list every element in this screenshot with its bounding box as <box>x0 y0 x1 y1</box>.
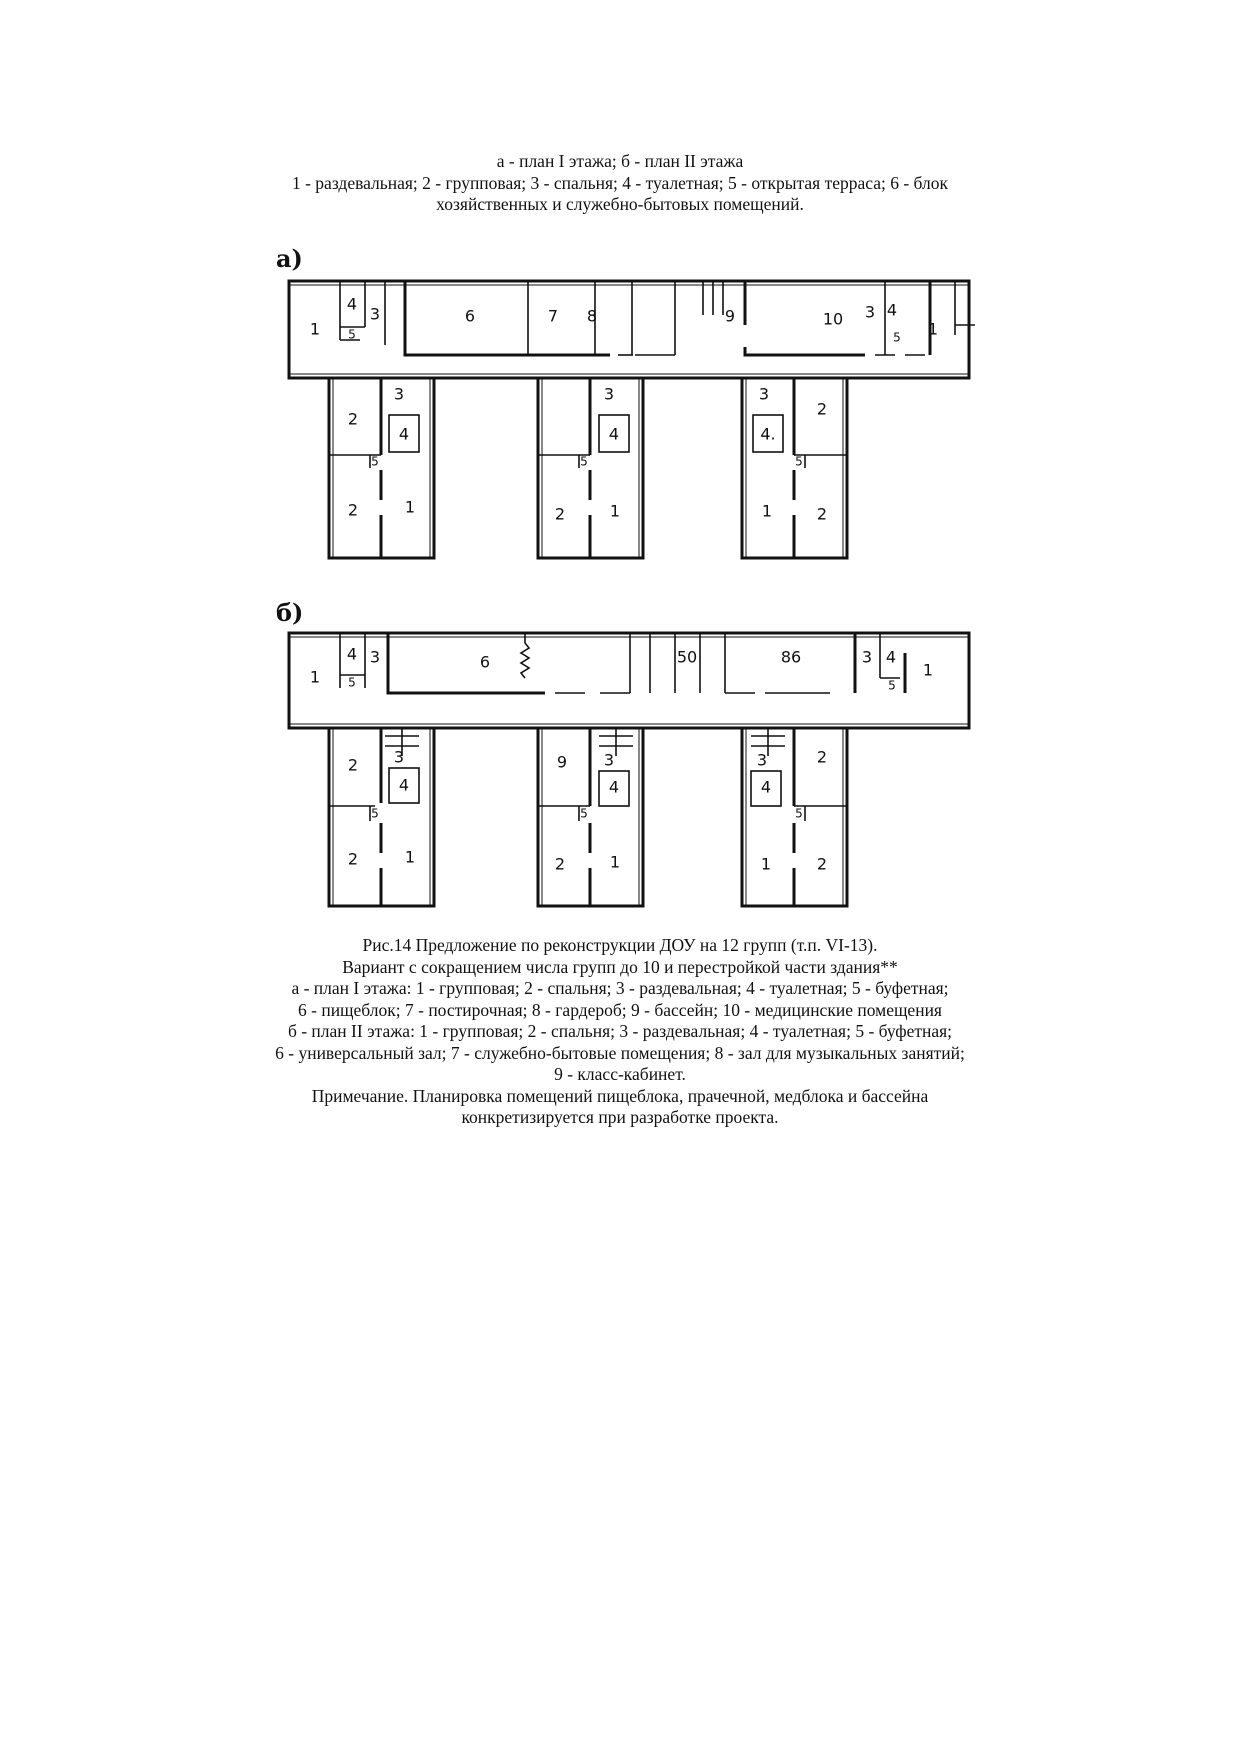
room-number: 2 <box>555 505 565 524</box>
wing-1 <box>327 376 436 560</box>
floor-plan-second-floor: 1 4 5 3 6 50 86 3 4 5 1 2 3 4 5 2 1 9 3 … <box>287 631 971 908</box>
caption-line: 6 - универсальный зал; 7 - служебно-быто… <box>275 1042 965 1063</box>
room-number: 2 <box>817 855 827 874</box>
room-number: 5 <box>795 455 803 469</box>
room-number: 4. <box>760 425 775 444</box>
room-number: 4 <box>399 776 409 795</box>
room-number: 1 <box>761 855 771 874</box>
room-number: 3 <box>394 748 404 767</box>
room-number: 86 <box>781 648 801 667</box>
room-number: 5 <box>888 679 896 693</box>
room-number: 1 <box>928 320 938 339</box>
room-number: 1 <box>923 661 933 680</box>
room-number: 4 <box>761 778 771 797</box>
room-number: 2 <box>817 505 827 524</box>
room-number: 2 <box>817 400 827 419</box>
room-number: 5 <box>371 455 379 469</box>
room-number: 9 <box>557 753 567 772</box>
room-number: 2 <box>348 850 358 869</box>
room-number: 1 <box>310 320 320 339</box>
wing-2 <box>536 726 645 908</box>
figure-caption: Рис.14 Предложение по реконструкции ДОУ … <box>0 935 1240 1129</box>
wing-3 <box>740 726 849 908</box>
room-number: 1 <box>610 502 620 521</box>
room-number: 5 <box>580 455 588 469</box>
room-number: 1 <box>762 502 772 521</box>
room-number: 4 <box>609 778 619 797</box>
caption-note: Примечание. Планировка помещений пищебло… <box>311 1085 929 1106</box>
caption-line: 9 - класс-кабинет. <box>554 1064 686 1084</box>
room-number: 3 <box>604 385 614 404</box>
room-number: 3 <box>759 385 769 404</box>
room-number: 2 <box>348 756 358 775</box>
room-number: 1 <box>610 853 620 872</box>
plan-a-label: а) <box>276 244 303 273</box>
room-number: 7 <box>548 307 558 326</box>
wing-1 <box>327 726 436 908</box>
room-number: 3 <box>370 648 380 667</box>
room-number: 4 <box>347 295 357 314</box>
plan-b-label: б) <box>276 598 304 627</box>
room-number: 8 <box>587 307 597 326</box>
room-number: 4 <box>609 425 619 444</box>
room-number: 4 <box>886 648 896 667</box>
room-number: 5 <box>580 807 588 821</box>
room-number: 2 <box>817 748 827 767</box>
room-number: 4 <box>399 425 409 444</box>
room-number: 5 <box>795 807 803 821</box>
wing-2 <box>536 376 645 560</box>
room-number: 3 <box>394 385 404 404</box>
room-number: 3 <box>370 305 380 324</box>
room-number: 10 <box>823 310 843 329</box>
room-number: 5 <box>348 676 356 690</box>
room-number: 9 <box>725 307 735 326</box>
floor-plan-first-floor: 1 4 5 3 6 7 8 9 10 3 4 5 1 2 3 4 5 2 1 3… <box>287 279 975 560</box>
caption-line: 6 - пищеблок; 7 - постирочная; 8 - гарде… <box>298 999 942 1020</box>
wing-3 <box>740 376 849 560</box>
room-number: 5 <box>371 807 379 821</box>
room-number: 3 <box>862 648 872 667</box>
room-number: 4 <box>887 301 897 320</box>
caption-line: а - план I этажа: 1 - групповая; 2 - спа… <box>291 978 949 998</box>
room-number: 6 <box>465 307 475 326</box>
caption-line: хозяйственных и служебно-бытовых помещен… <box>436 194 804 214</box>
room-number: 50 <box>677 648 697 667</box>
room-number: 2 <box>348 410 358 429</box>
caption-line: 1 - раздевальная; 2 - групповая; 3 - спа… <box>291 172 949 193</box>
caption-title: Рис.14 Предложение по реконструкции ДОУ … <box>362 935 878 955</box>
caption-note: конкретизируется при разработке проекта. <box>461 1107 779 1127</box>
room-number: 2 <box>348 501 358 520</box>
room-number: 3 <box>604 751 614 770</box>
room-number: 4 <box>347 645 357 664</box>
room-number: 1 <box>405 848 415 867</box>
room-number: 1 <box>405 498 415 517</box>
caption-line: Вариант с сокращением числа групп до 10 … <box>342 956 898 977</box>
room-number: 5 <box>348 328 356 342</box>
room-number: 5 <box>893 331 901 345</box>
room-number: 6 <box>480 653 490 672</box>
room-number: 2 <box>555 855 565 874</box>
room-number: 1 <box>310 668 320 687</box>
room-number: 3 <box>757 751 767 770</box>
figure-legend-top: а - план I этажа; б - план II этажа 1 - … <box>0 151 1240 216</box>
caption-line: б - план II этажа: 1 - групповая; 2 - сп… <box>287 1021 953 1041</box>
caption-line: а - план I этажа; б - план II этажа <box>496 151 744 171</box>
room-number: 3 <box>865 303 875 322</box>
